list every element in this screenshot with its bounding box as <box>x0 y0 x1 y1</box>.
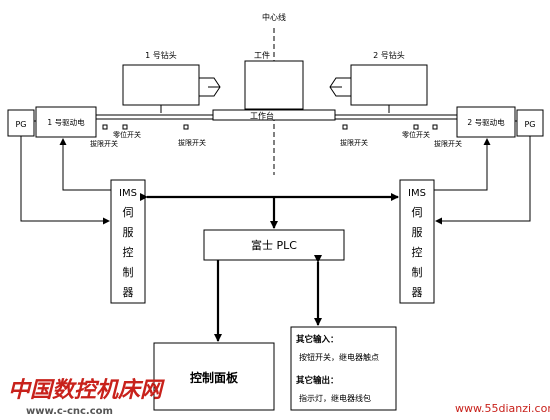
limit-switch-label: 拔限开关 <box>178 138 206 147</box>
ims-right-line: 服 <box>412 226 423 239</box>
ims-left-to-motor-1 <box>59 138 111 191</box>
worktable-label: 工作台 <box>250 111 274 121</box>
drill-head-2-label: 2 号钻头 <box>373 50 405 60</box>
switch-marker <box>102 124 108 130</box>
pg-left-feedback <box>20 136 110 225</box>
switch-marker <box>413 124 419 130</box>
ims-left-line: 制 <box>123 266 134 279</box>
ims-right-line: 伺 <box>412 206 423 219</box>
limit-switch-label: 拔限开关 <box>434 139 462 148</box>
drill-head-1-label: 1 号钻头 <box>145 50 177 60</box>
pg-right-feedback <box>435 136 531 225</box>
pg-left-label: PG <box>15 120 26 129</box>
switch-marker <box>432 124 438 130</box>
control-panel-box <box>153 342 275 411</box>
ims-right-line: IMS <box>408 188 426 199</box>
zero-switch-label: 零位开关 <box>402 130 430 139</box>
motor-1-label: 1 号驱动电 <box>47 117 85 127</box>
other-output-body: 指示灯，继电器线包 <box>299 393 371 403</box>
workpiece-label: 工件 <box>254 50 270 60</box>
logo-watermark: 中国数控机床网 www.c-cnc.com <box>8 377 165 417</box>
switch-marker <box>183 124 189 130</box>
pg-right-label: PG <box>524 120 535 129</box>
zero-switch-label: 零位开关 <box>113 130 141 139</box>
ims-servo-controller-left <box>110 179 146 304</box>
ims-right-line: 控 <box>412 245 423 259</box>
drill-head-1 <box>122 64 200 106</box>
ims-servo-controller-right <box>399 179 435 304</box>
ims-left-line: 控 <box>123 245 134 259</box>
switch-marker <box>342 124 348 130</box>
other-input-body: 按钮开关，继电器触点 <box>299 352 379 362</box>
limit-switch-label: 拔限开关 <box>90 139 118 148</box>
other-output-title: 其它输出： <box>296 375 339 386</box>
ims-right-to-motor-2 <box>434 138 491 191</box>
plc-label: 富士 PLC <box>251 238 297 252</box>
other-io-box <box>290 326 397 411</box>
motor-1 <box>35 106 97 138</box>
drill-head-2 <box>350 64 428 106</box>
ims-left-line: IMS <box>119 188 137 199</box>
ims-left-line: 服 <box>123 226 134 239</box>
logo-url: www.c-cnc.com <box>26 406 113 417</box>
ims-left-line: 器 <box>123 286 134 299</box>
motor-2-label: 2 号驱动电 <box>467 117 505 127</box>
motor-2 <box>456 106 516 138</box>
center-line-label: 中心线 <box>262 12 286 22</box>
control-panel-label: 控制面板 <box>190 370 239 385</box>
ims-right-line: 制 <box>412 266 423 279</box>
switch-marker <box>122 124 128 130</box>
other-input-title: 其它输入： <box>296 334 339 345</box>
site-watermark: www.55dianzi.com <box>455 402 550 415</box>
logo-text: 中国数控机床网 <box>8 377 165 403</box>
limit-switch-label: 拔限开关 <box>340 138 368 147</box>
ims-right-line: 器 <box>412 286 423 299</box>
worktable <box>212 109 336 121</box>
pg-left <box>7 109 35 137</box>
workpiece <box>244 60 304 110</box>
ims-left-line: 伺 <box>123 206 134 219</box>
